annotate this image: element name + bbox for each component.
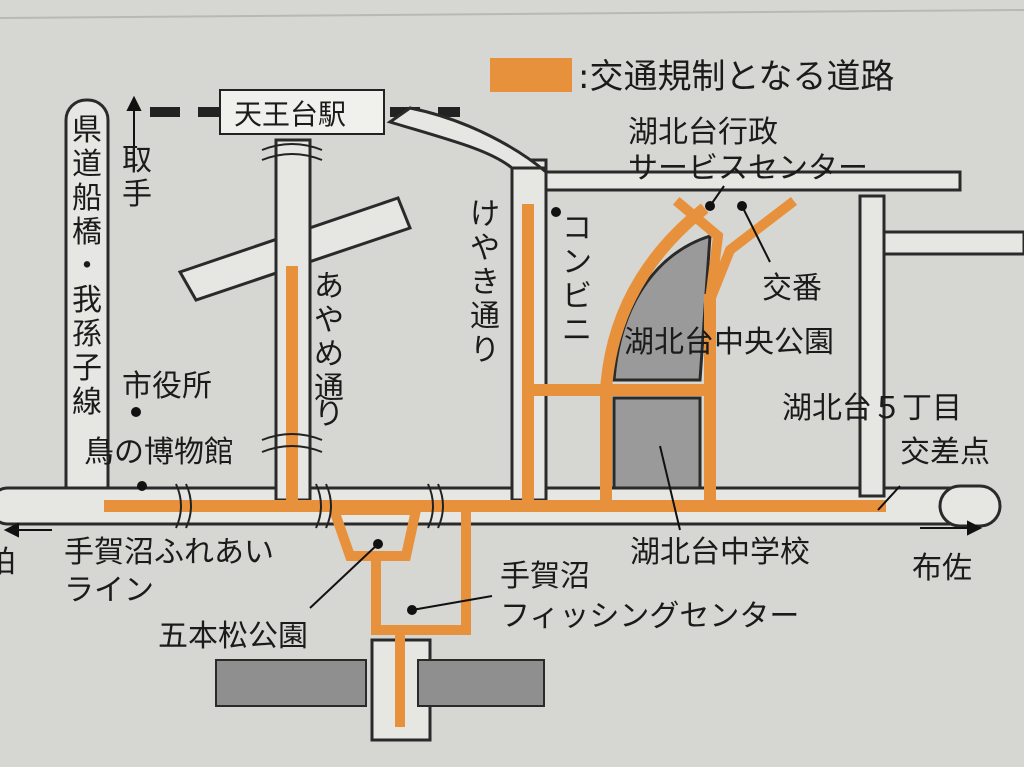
ayame-char: あ xyxy=(314,269,344,304)
legend: :交通規制となる道路 xyxy=(490,57,894,97)
fusa-label: 布佐 xyxy=(912,551,972,586)
gray-blocks xyxy=(215,233,712,707)
middle-school-block xyxy=(612,396,702,490)
service-center-label-1: 湖北台行政 xyxy=(628,115,778,150)
route-char: 子 xyxy=(72,351,102,386)
fishing-label-2: フィッシングセンター xyxy=(500,599,799,634)
route-char: 船 xyxy=(72,181,102,216)
keyaki-char: 通 xyxy=(470,299,500,334)
regulated-park-curve xyxy=(599,203,709,397)
keyaki-char: け xyxy=(470,197,500,232)
station-east-road xyxy=(386,106,962,192)
teganuma-line-label-1: 手賀沼ふれあい xyxy=(64,535,274,570)
route-char: ・ xyxy=(72,249,102,284)
bird-museum-label: 鳥の博物館 xyxy=(84,435,234,470)
service-center-label-2: サービスセンター xyxy=(628,151,868,186)
legend-swatch xyxy=(490,58,572,92)
koban-label: 交番 xyxy=(762,271,822,306)
convenience-dot xyxy=(551,207,561,217)
city-hall-dot xyxy=(131,407,141,417)
direction-arrows xyxy=(3,95,983,538)
keyaki-char: り xyxy=(470,333,500,368)
road-break-marks xyxy=(175,143,444,529)
middle-school-label: 湖北台中学校 xyxy=(630,535,810,570)
route-char: 孫 xyxy=(72,317,102,352)
lake-block-left xyxy=(215,659,367,707)
route-char: 我 xyxy=(72,283,102,318)
route-char: 橋 xyxy=(72,215,102,250)
station-box xyxy=(219,89,385,135)
station-label: 天王台駅 xyxy=(234,98,346,131)
leader-lines xyxy=(309,185,901,611)
labels: 県 道 船 橋 ・ 我 孫 子 線 取 手 あ や め 通 り け や き 通 … xyxy=(0,113,990,654)
fishing-label-1: 手賀沼 xyxy=(500,559,590,594)
regulated-roads xyxy=(104,196,886,727)
right-road-end xyxy=(938,484,1002,528)
gohonmatsu-label: 五本松公園 xyxy=(158,619,308,654)
ayame-char: や xyxy=(314,303,344,338)
legend-label: :交通規制となる道路 xyxy=(578,57,894,97)
route-char: 線 xyxy=(72,385,102,420)
east-road-b xyxy=(882,230,1024,256)
toride-char: 取 xyxy=(122,143,152,178)
central-park-label: 湖北台中央公園 xyxy=(624,325,834,360)
route-char: 道 xyxy=(72,147,102,182)
ayame-char: り xyxy=(314,397,344,432)
ayame-char: 通 xyxy=(314,371,344,406)
regulated-y-left xyxy=(672,196,724,306)
east-road-a xyxy=(858,194,886,498)
route-char: 県 xyxy=(72,113,102,148)
convenience-char: ニ xyxy=(562,313,592,348)
lake-block-right xyxy=(417,659,545,707)
ayame-char: め xyxy=(314,337,344,372)
regulated-gohonmatsu-ring xyxy=(326,505,423,561)
station: 天王台駅 xyxy=(219,89,385,135)
crossing-label-2: 交差点 xyxy=(900,435,990,470)
convenience-char: ン xyxy=(562,245,592,280)
crossing-label-1: 湖北台５丁目 xyxy=(782,391,962,426)
bird-museum-dot xyxy=(137,481,147,491)
convenience-char: コ xyxy=(562,211,592,246)
toride-char: 手 xyxy=(122,177,152,212)
keyaki-char: き xyxy=(470,265,500,300)
convenience-char: ビ xyxy=(562,279,592,314)
base-roads xyxy=(0,98,1024,742)
left-cut-label: 柏 xyxy=(0,545,16,580)
teganuma-line-label-2: ライン xyxy=(64,573,154,608)
city-hall-label: 市役所 xyxy=(122,369,212,404)
keyaki-char: や xyxy=(470,231,500,266)
central-park-block xyxy=(612,233,712,382)
regulated-y-right xyxy=(703,196,798,307)
